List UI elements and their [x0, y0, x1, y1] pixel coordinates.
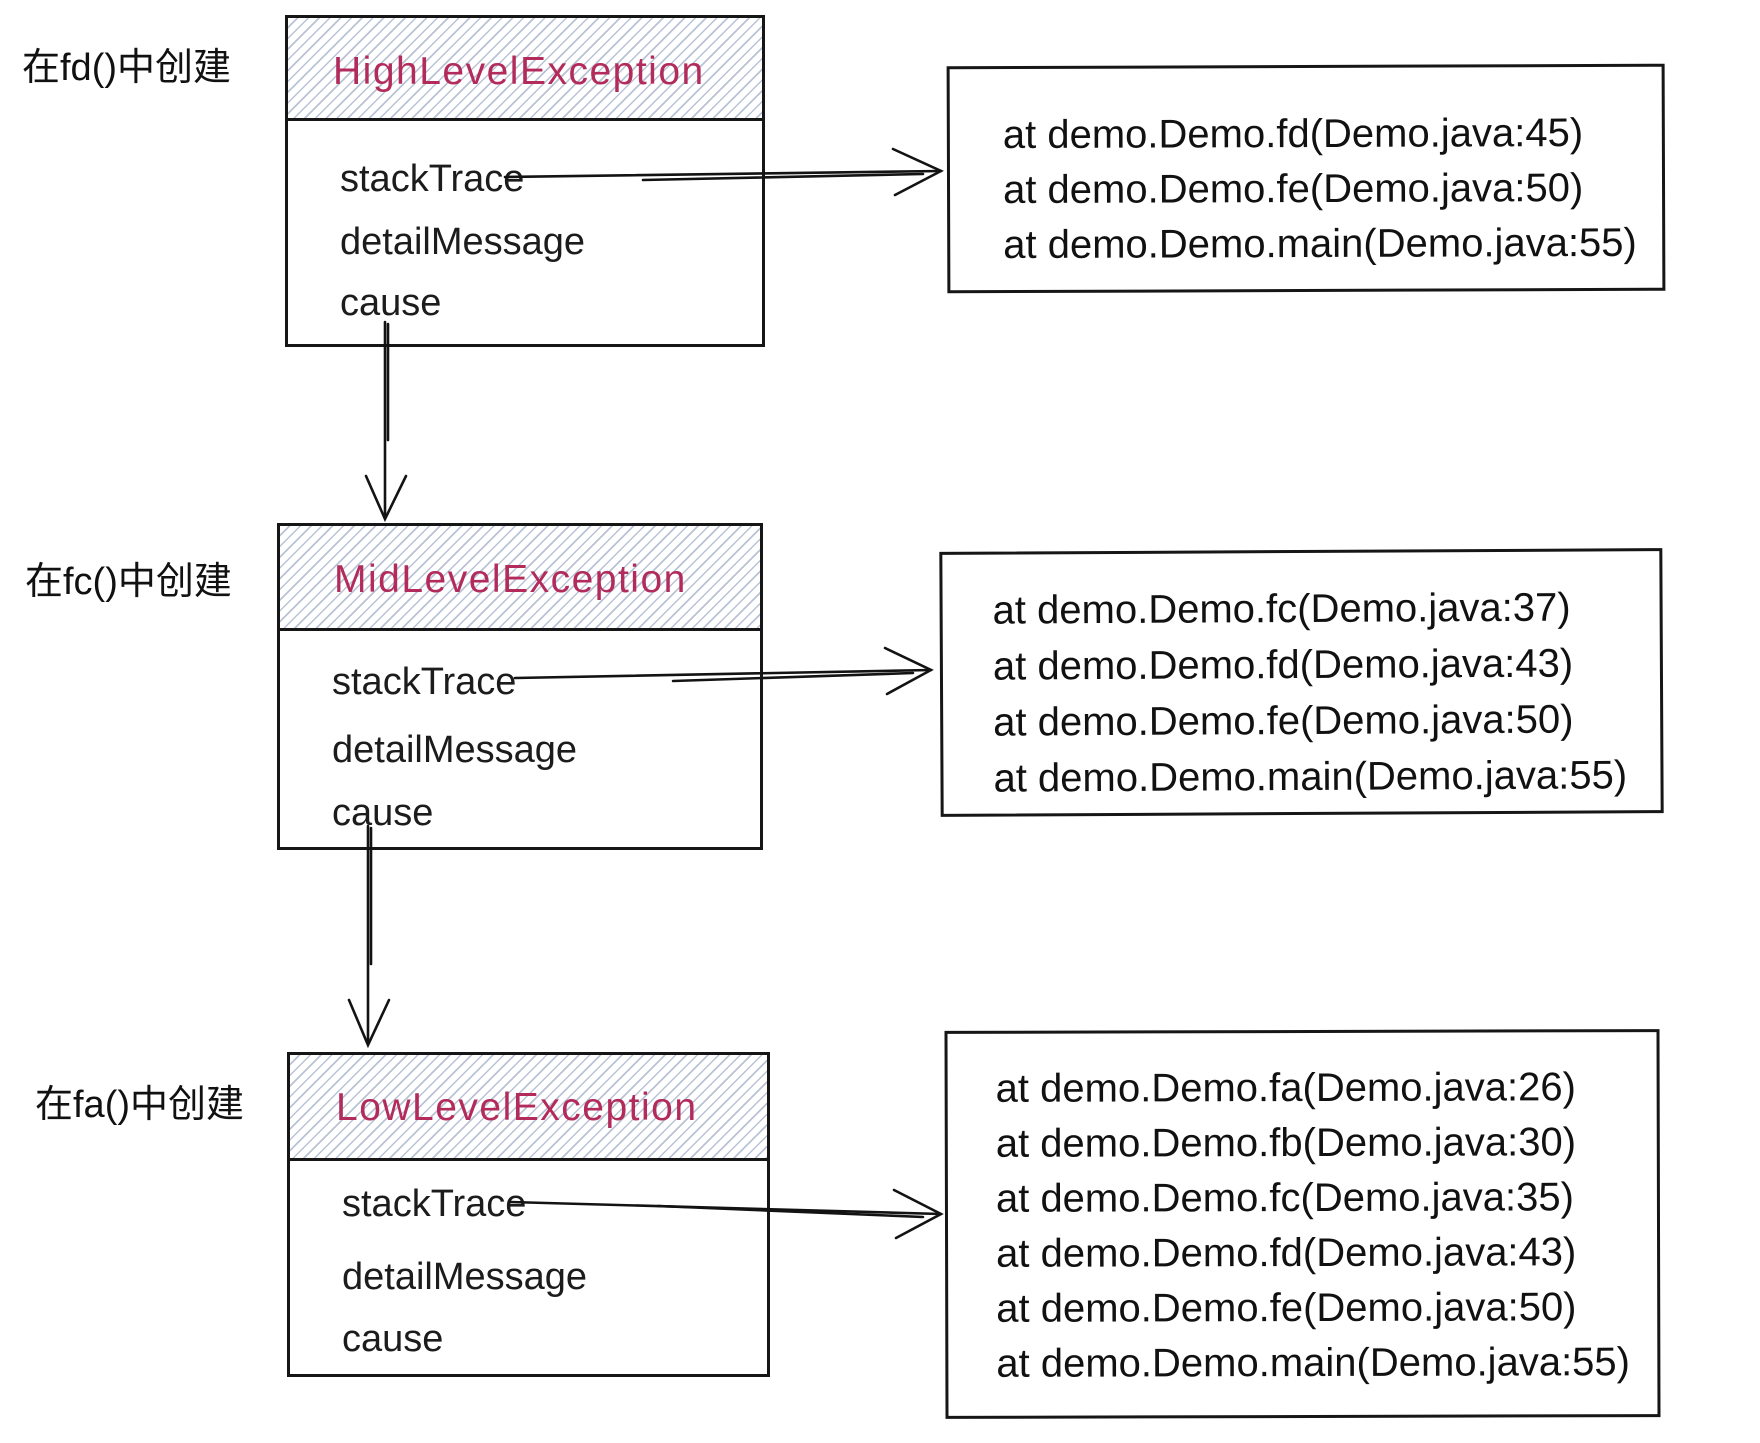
field-cause: cause: [340, 282, 442, 324]
cause-arrow-mid-to-low: [347, 824, 391, 1049]
stacktrace-line: at demo.Demo.fe(Demo.java:50): [996, 1285, 1577, 1331]
stacktrace-line: at demo.Demo.fc(Demo.java:37): [992, 585, 1571, 633]
class-title: LowLevelException: [336, 1086, 698, 1129]
class-title: HighLevelException: [333, 50, 705, 93]
stacktrace-arrow-high: [503, 147, 944, 197]
created-in-label-mid: 在fc()中创建: [25, 561, 232, 603]
stacktrace-line: at demo.Demo.fe(Demo.java:50): [993, 697, 1574, 745]
stacktrace-box-high: at demo.Demo.fd(Demo.java:45) at demo.De…: [946, 63, 1666, 294]
class-header-hatched: [290, 1055, 767, 1161]
stacktrace-line: at demo.Demo.fb(Demo.java:30): [995, 1120, 1577, 1166]
stacktrace-line: at demo.Demo.main(Demo.java:55): [996, 1340, 1631, 1386]
field-stacktrace: stackTrace: [342, 1183, 527, 1225]
stacktrace-box-mid: at demo.Demo.fc(Demo.java:37) at demo.De…: [939, 548, 1664, 817]
cause-arrow-high-to-mid: [364, 320, 408, 523]
class-box-lowlevelexception: LowLevelException stackTrace detailMessa…: [287, 1052, 770, 1377]
class-title: MidLevelException: [334, 558, 687, 601]
field-detailmessage: detailMessage: [342, 1256, 588, 1298]
stacktrace-arrow-mid: [513, 646, 934, 696]
class-header-hatched: [288, 18, 762, 121]
field-cause: cause: [342, 1318, 444, 1360]
field-detailmessage: detailMessage: [340, 221, 586, 263]
field-detailmessage: detailMessage: [332, 729, 578, 771]
stacktrace-line: at demo.Demo.fc(Demo.java:35): [995, 1175, 1575, 1221]
class-box-highlevelexception: HighLevelException stackTrace detailMess…: [285, 15, 765, 347]
field-cause: cause: [332, 792, 434, 834]
stacktrace-line: at demo.Demo.fd(Demo.java:45): [1002, 111, 1584, 158]
field-stacktrace: stackTrace: [340, 158, 525, 200]
stacktrace-line: at demo.Demo.fe(Demo.java:50): [1002, 166, 1584, 213]
class-box-midlevelexception: MidLevelException stackTrace detailMessa…: [277, 523, 763, 850]
stacktrace-line: at demo.Demo.main(Demo.java:55): [1003, 220, 1637, 268]
field-stacktrace: stackTrace: [332, 661, 517, 703]
stacktrace-line: at demo.Demo.fd(Demo.java:43): [992, 641, 1574, 689]
created-in-label-high: 在fd()中创建: [22, 47, 232, 89]
created-in-label-low: 在fa()中创建: [35, 1084, 245, 1126]
stacktrace-arrow-low: [508, 1188, 944, 1240]
class-header-hatched: [280, 526, 760, 631]
stacktrace-line: at demo.Demo.fd(Demo.java:43): [996, 1230, 1577, 1276]
stacktrace-box-low: at demo.Demo.fa(Demo.java:26) at demo.De…: [944, 1029, 1661, 1419]
stacktrace-line: at demo.Demo.main(Demo.java:55): [993, 753, 1628, 801]
stacktrace-line: at demo.Demo.fa(Demo.java:26): [995, 1065, 1576, 1111]
